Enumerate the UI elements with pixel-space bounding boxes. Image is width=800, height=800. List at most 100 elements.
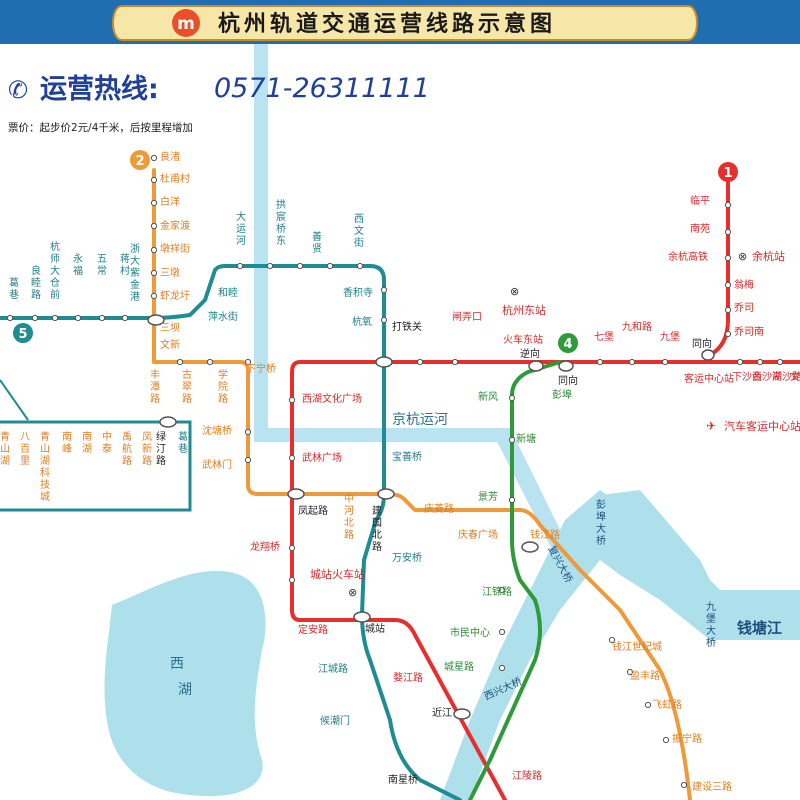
station-wengmei[interactable]: 翁梅: [734, 278, 754, 291]
station-hangyang[interactable]: 杭氧: [352, 315, 372, 328]
line2-row-stop-2[interactable]: [244, 358, 252, 366]
station-jinshahu[interactable]: 金沙湖: [752, 370, 782, 383]
station-liangmulu[interactable]: 良睦路: [31, 264, 41, 301]
station-jianguobeilu[interactable]: 建国北路: [372, 504, 382, 553]
station-wen[interactable]: 文: [790, 370, 800, 383]
line4-stop-3[interactable]: [498, 586, 506, 594]
line1-main-stop-3[interactable]: [628, 358, 636, 366]
line1-west-low-stop-0[interactable]: [288, 544, 296, 552]
station-qianjiang-shijicheng[interactable]: 钱江世纪城: [612, 640, 662, 653]
station-yingfenglu[interactable]: 盈丰路: [630, 669, 660, 682]
station-wuchang[interactable]: 五常: [97, 254, 107, 277]
station-qingshanhu-kejicheng[interactable]: 青山湖科技城: [40, 430, 50, 503]
station-shimin-zhongxin[interactable]: 市民中心: [450, 626, 490, 639]
line5-west-stop-5[interactable]: [121, 314, 129, 322]
station-xialongwei[interactable]: 虾龙圩: [160, 289, 190, 302]
transfer-kexiang[interactable]: [701, 349, 715, 361]
station-xiangjisi[interactable]: 香积寺: [343, 287, 373, 299]
station-liangzhu[interactable]: 良渚: [160, 150, 180, 163]
line5-top-stop-0[interactable]: [236, 262, 244, 270]
station-nanxingqiao[interactable]: 南星桥: [388, 773, 418, 786]
line2-col-stop-0[interactable]: [244, 428, 252, 436]
station-zhanongkou[interactable]: 闸弄口: [452, 310, 482, 323]
station-jiangchenglu[interactable]: 江城路: [318, 662, 348, 675]
transfer-lvting[interactable]: [159, 416, 177, 428]
station-dufucun[interactable]: 杜甫村: [160, 172, 190, 185]
line1-main-stop-4[interactable]: [661, 358, 669, 366]
line2-stop-4[interactable]: [150, 246, 158, 254]
station-xueyuanlu[interactable]: 学院路: [218, 368, 228, 405]
station-qiche-keyun[interactable]: 汽车客运中心站: [724, 419, 800, 433]
station-xihu-wenhua[interactable]: 西湖文化广场: [302, 392, 362, 405]
station-jianglinglu[interactable]: 江陵路: [512, 769, 542, 782]
line2-stop-5[interactable]: [150, 269, 158, 277]
line1-east-stop-1[interactable]: [724, 228, 732, 236]
line5-west-stop-3[interactable]: [74, 314, 82, 322]
station-hemu[interactable]: 和睦: [218, 286, 238, 299]
station-yongfu[interactable]: 永福: [73, 252, 83, 277]
line1-east-stop-5[interactable]: [724, 330, 732, 338]
station-gexiang-south[interactable]: 葛巷: [178, 430, 188, 455]
station-jiuhelu[interactable]: 九和路: [622, 320, 652, 333]
line1-west-stop-1[interactable]: [288, 454, 296, 462]
transfer-huochedongzhan-b[interactable]: [558, 360, 574, 372]
station-sanba[interactable]: 三坝: [160, 322, 180, 334]
station-nanhu[interactable]: 南湖: [82, 430, 92, 455]
station-jinjiang[interactable]: 近江: [432, 706, 452, 719]
station-gexiang-5[interactable]: 葛巷: [9, 276, 19, 301]
station-qiaosi[interactable]: 乔司: [734, 302, 754, 314]
line5-col-stop-0[interactable]: [380, 286, 388, 294]
station-nixiang[interactable]: 逆向: [520, 347, 540, 360]
transfer-huochedongzhan-a[interactable]: [528, 360, 544, 372]
station-qingshanhu[interactable]: 青山湖: [0, 430, 10, 467]
station-qingchun-guangchang[interactable]: 庆春广场: [458, 528, 498, 541]
station-wulin-guangchang[interactable]: 武林广场: [302, 451, 342, 464]
station-qianjianglu[interactable]: 钱江路: [530, 528, 560, 541]
station-xianingqiao[interactable]: 下宁桥: [246, 362, 276, 375]
line4-stop-2[interactable]: [508, 496, 516, 504]
station-datieguan[interactable]: 打铁关: [392, 320, 422, 333]
line2-stop-3[interactable]: [150, 222, 158, 230]
line1-main-stop-1[interactable]: [451, 358, 459, 366]
station-zhenninglu[interactable]: 振宁路: [672, 732, 702, 745]
line5-west-stop-1[interactable]: [31, 314, 39, 322]
station-zhongtai[interactable]: 中泰: [102, 430, 112, 455]
station-dunxiangjie[interactable]: 墩祥街: [160, 242, 190, 255]
station-dayunhe[interactable]: 大运河: [236, 210, 246, 247]
line2-row-stop-1[interactable]: [206, 358, 214, 366]
station-chengxinglu[interactable]: 城星路: [444, 660, 474, 673]
line1-east-stop-3[interactable]: [724, 281, 732, 289]
line1-main-stop-5[interactable]: [736, 358, 744, 366]
station-chengzhan-label[interactable]: 城站: [365, 622, 385, 635]
station-gongchenqiaodong[interactable]: 拱宸桥东: [276, 198, 286, 247]
line2-se-stop-0[interactable]: [608, 636, 616, 644]
line2-col-stop-1[interactable]: [244, 456, 252, 464]
station-gaoshalu[interactable]: 高沙路: [772, 370, 800, 383]
line2-se-stop-3[interactable]: [662, 736, 670, 744]
line4-stop-1[interactable]: [508, 436, 516, 444]
line2-stop-2[interactable]: [150, 199, 158, 207]
line2-se-stop-4[interactable]: [680, 781, 688, 789]
station-pengbu[interactable]: 彭埠: [552, 388, 572, 401]
line5-top-stop-2[interactable]: [296, 262, 304, 270]
line5-badge[interactable]: [13, 323, 33, 343]
line1-east-stop-4[interactable]: [724, 306, 732, 314]
line2-stop-1[interactable]: [150, 176, 158, 184]
station-huochedongzhan[interactable]: 火车东站: [503, 333, 543, 346]
station-wulinmen[interactable]: 武林门: [202, 458, 232, 471]
station-feihonglu[interactable]: 飞虹路: [652, 698, 682, 711]
station-nanfeng[interactable]: 南峰: [62, 430, 72, 455]
line1-west-stop-0[interactable]: [288, 396, 296, 404]
station-shanxian[interactable]: 善贤: [312, 230, 322, 255]
station-fengqilu[interactable]: 凤起路: [298, 504, 328, 517]
station-qibao[interactable]: 七堡: [594, 330, 614, 343]
station-jiubao[interactable]: 九堡: [660, 330, 680, 343]
line1-main-stop-2[interactable]: [596, 358, 604, 366]
line5-west-stop-4[interactable]: [98, 314, 106, 322]
station-wananqiao[interactable]: 万安桥: [392, 551, 422, 564]
station-yuhanglu[interactable]: 禹航路: [122, 430, 132, 467]
station-dinganlu[interactable]: 定安路: [298, 623, 328, 636]
station-chengzhan-huochezhan[interactable]: 城站火车站: [310, 567, 365, 581]
line5-top-stop-3[interactable]: [326, 262, 334, 270]
bridge-pengbu[interactable]: 彭埠大桥: [596, 498, 606, 547]
